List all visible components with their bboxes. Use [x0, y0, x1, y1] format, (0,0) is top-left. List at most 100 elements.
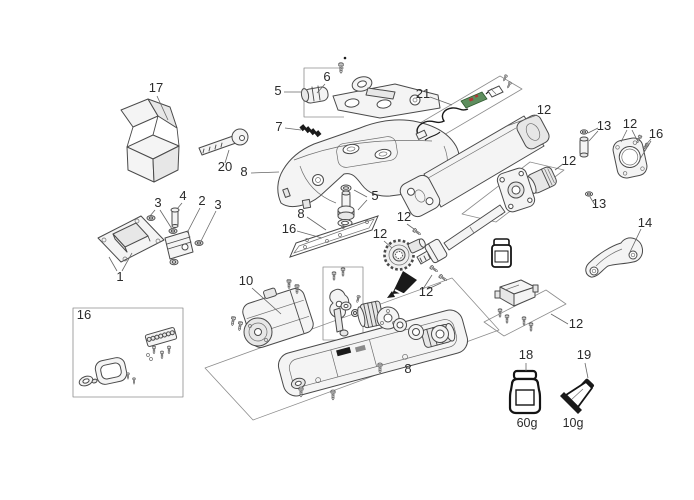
callout-6: 6 [323, 69, 330, 84]
callout-12-bracket: 12 [569, 316, 583, 331]
leader-line [506, 114, 538, 127]
screw-icon [330, 389, 336, 401]
screw-icon [355, 294, 361, 304]
callout-7: 7 [275, 119, 282, 134]
limit-switch-harness [415, 74, 513, 141]
callout-19: 19 [577, 347, 591, 362]
leader-line [554, 163, 564, 171]
leader-line [587, 127, 599, 134]
leader-line [357, 199, 368, 211]
grease-cone-icon [387, 271, 417, 298]
washer-icon [168, 228, 178, 234]
motor [229, 278, 314, 348]
leader-line [588, 130, 599, 142]
leader-line [186, 207, 201, 234]
screw-icon [229, 315, 237, 327]
callout-3b: 3 [214, 197, 221, 212]
grub-screw-set [299, 124, 322, 138]
bearing-set [393, 227, 449, 343]
release-key [198, 128, 249, 156]
callout-5: 5 [274, 83, 281, 98]
callout-16-cap: 16 [649, 126, 663, 141]
leader-line [224, 149, 230, 164]
callout-5b: 5 [371, 188, 378, 203]
callout-18: 18 [519, 347, 533, 362]
front-bracket-arm [585, 237, 643, 278]
callout-12-beam: 12 [537, 102, 551, 117]
fork-joint [164, 230, 194, 260]
callout-16-box: 16 [77, 307, 91, 322]
leader-line [550, 313, 569, 325]
leader-line [176, 202, 183, 210]
accessory-kit-outline [72, 307, 184, 398]
clevis-pin [170, 207, 180, 228]
callout-1: 1 [116, 269, 123, 284]
washer-icon [146, 215, 156, 221]
callout-8-base: 8 [404, 361, 411, 376]
lock-nut [169, 258, 179, 266]
release-pin [337, 184, 355, 227]
leader-line [629, 228, 642, 253]
accessory-kit-contents [78, 327, 178, 387]
callout-12-gear: 12 [373, 226, 387, 241]
callout-12-cap: 12 [623, 116, 637, 131]
screw-icon [152, 345, 156, 355]
bevel-gear [383, 238, 426, 271]
callout-13: 13 [597, 118, 611, 133]
leader-line [284, 127, 302, 131]
leader-line [149, 209, 156, 217]
screw-icon [528, 322, 534, 332]
rear-cap [612, 134, 650, 179]
clutch-gear-cluster [357, 300, 400, 330]
leader-line [251, 287, 282, 315]
callout-20: 20 [218, 159, 232, 174]
buffer-pin-orings [579, 129, 594, 197]
pcb-board [460, 91, 488, 109]
leader-line [620, 129, 628, 143]
rear-mount-bracket [494, 279, 539, 332]
leader-line [121, 252, 133, 272]
leader-line [584, 362, 589, 379]
oring-icon [579, 129, 589, 135]
packaging-box [120, 98, 180, 183]
screw-icon [167, 345, 171, 355]
callout-17: 17 [149, 80, 163, 95]
screw-icon [236, 320, 244, 332]
callout-14: 14 [638, 215, 652, 230]
callout-13b: 13 [592, 196, 606, 211]
callout-8-gasket: 8 [297, 206, 304, 221]
leader-line [250, 171, 280, 174]
release-lever-parts [329, 267, 361, 337]
leader-line [353, 189, 368, 198]
lock-release-assembly [300, 56, 441, 119]
leader-line [427, 282, 442, 290]
screw-icon [504, 314, 510, 324]
housing-gasket [289, 215, 379, 258]
callout-12-screw: 12 [397, 209, 411, 224]
callout-16-gasket: 16 [282, 221, 296, 236]
screw-icon [331, 271, 337, 281]
screw-icon [521, 316, 527, 326]
release-lever [351, 76, 396, 100]
screw-icon [132, 377, 136, 385]
screw-icon [126, 372, 130, 380]
leader-line [108, 256, 118, 272]
leader-line [639, 140, 652, 160]
leader-line [156, 95, 169, 121]
callout-21: 21 [416, 86, 430, 101]
screw-icon [506, 81, 513, 89]
leader-line [159, 209, 173, 230]
grease-jar-icon-small [491, 238, 512, 268]
leader-line [642, 138, 652, 149]
callout-2: 2 [198, 193, 205, 208]
leader-line [589, 196, 596, 206]
screw-icon [286, 278, 292, 289]
grease-tube-10g [560, 378, 594, 414]
profile-cover-beam [399, 114, 550, 218]
leader-line [383, 240, 393, 249]
callout-3: 3 [154, 195, 161, 210]
callout-10: 10 [239, 273, 253, 288]
front-mounting-plate [97, 215, 165, 263]
callout-labels: 17 20 3 4 2 3 1 5 6 7 8 21 12 13 12 16 1… [77, 69, 663, 430]
leader-line [296, 230, 323, 239]
